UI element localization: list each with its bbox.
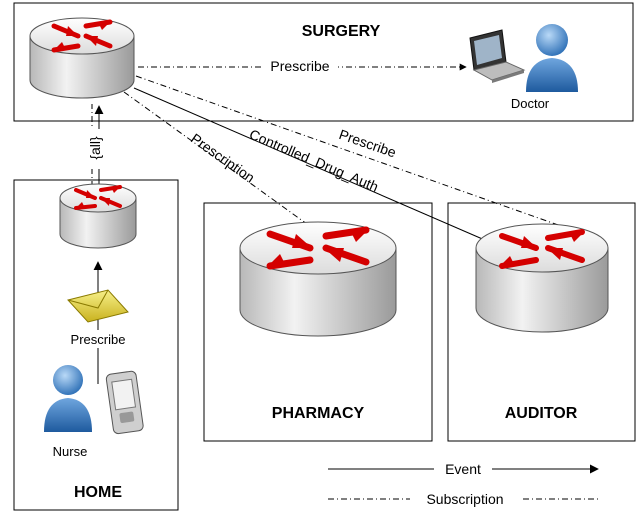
home-zone — [13, 179, 179, 511]
label-prescribe-home: Prescribe — [71, 332, 126, 347]
pda-icon — [105, 370, 144, 435]
surgery-zone — [13, 2, 634, 122]
label-prescribe-auditor: Prescribe — [337, 126, 398, 160]
doctor-person-icon — [526, 24, 578, 92]
doctor-label: Doctor — [511, 96, 550, 111]
auditor-zone — [447, 202, 636, 442]
edge-controlled-drug-auth — [133, 87, 495, 245]
laptop-icon — [469, 29, 526, 83]
surgery-router-icon — [29, 17, 135, 99]
legend-subscription-label: Subscription — [426, 491, 503, 507]
label-all: {all} — [87, 136, 103, 160]
nurse-label: Nurse — [53, 444, 88, 459]
pharmacy-zone — [203, 202, 433, 442]
pharmacy-router-icon — [239, 221, 397, 337]
edge-prescription — [123, 91, 319, 233]
edge-prescribe-auditor — [135, 75, 579, 233]
home-title: HOME — [74, 484, 122, 501]
envelope-icon — [67, 289, 129, 323]
pharmacy-title: PHARMACY — [272, 405, 365, 422]
home-router-icon — [59, 183, 137, 249]
legend: Event Subscription — [328, 460, 599, 508]
legend-event-label: Event — [445, 461, 481, 477]
auditor-router-icon — [475, 223, 609, 333]
auditor-title: AUDITOR — [505, 405, 578, 422]
nurse-person-icon — [44, 365, 92, 432]
surgery-title: SURGERY — [302, 23, 381, 40]
label-prescribe-doctor: Prescribe — [270, 58, 329, 74]
